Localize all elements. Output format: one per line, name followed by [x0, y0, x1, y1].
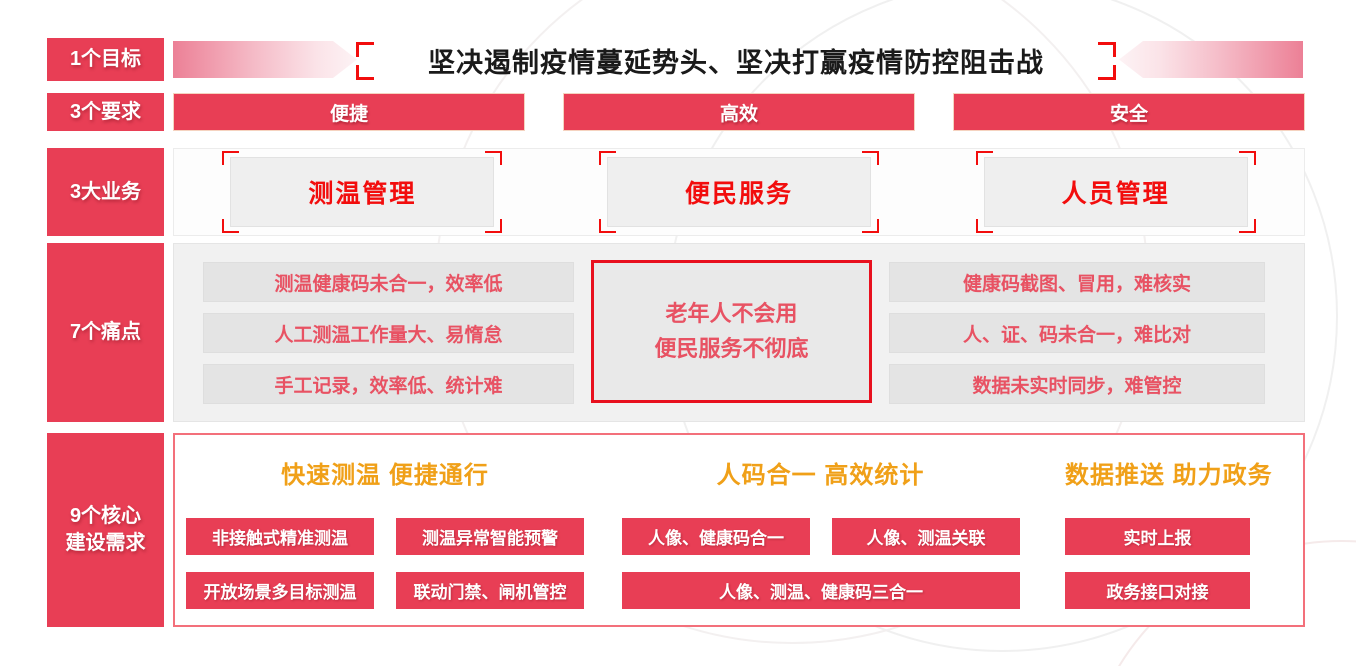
need-item: 联动门禁、闸机管控	[396, 572, 584, 609]
need-item: 开放场景多目标测温	[186, 572, 374, 609]
bracket-corner	[599, 219, 616, 233]
bracket-corner	[1098, 42, 1116, 57]
business-item-frame: 测温管理	[222, 151, 503, 233]
bracket-corner	[1098, 65, 1116, 80]
need-group-data-push: 数据推送 助力政务 实时上报 政务接口对接	[1065, 435, 1273, 625]
bracket-corner	[975, 219, 993, 233]
business-item-service: 便民服务	[607, 157, 871, 227]
need-grid: 非接触式精准测温 测温异常智能预警 开放场景多目标测温 联动门禁、闸机管控	[186, 518, 584, 609]
pain-center-line1: 老年人不会用	[665, 301, 798, 327]
bracket-corner	[1238, 151, 1256, 165]
row-label-goal: 1个目标	[47, 38, 164, 81]
core-needs-panel: 快速测温 便捷通行 非接触式精准测温 测温异常智能预警 开放场景多目标测温 联动…	[173, 433, 1305, 627]
need-group-header: 数据推送 助力政务	[1065, 462, 1273, 489]
pain-item: 数据未实时同步，难管控	[889, 364, 1265, 404]
pain-column-right: 健康码截图、冒用，难核实 人、证、码未合一，难比对 数据未实时同步，难管控	[889, 262, 1265, 404]
need-grid: 人像、健康码合一 人像、测温关联 人像、测温、健康码三合一	[622, 518, 1020, 609]
business-cell: 人员管理	[927, 149, 1304, 235]
bracket-corner	[485, 151, 503, 165]
need-item: 政务接口对接	[1065, 572, 1250, 609]
goal-title: 坚决遏制疫情蔓延势头、坚决打赢疫情防控阻击战	[428, 47, 1044, 78]
row-label-businesses: 3大业务	[47, 148, 164, 236]
pain-item: 人、证、码未合一，难比对	[889, 313, 1265, 353]
row-label-pain-points: 7个痛点	[47, 243, 164, 422]
title-bracket-right-icon	[1098, 42, 1116, 80]
pain-item: 健康码截图、冒用，难核实	[889, 262, 1265, 302]
business-item-frame: 便民服务	[599, 151, 879, 233]
need-item-wide: 人像、测温、健康码三合一	[622, 572, 1020, 609]
pain-center-line2: 便民服务不彻底	[654, 335, 809, 361]
bracket-corner	[1238, 219, 1256, 233]
need-item: 人像、测温关联	[832, 518, 1020, 555]
requirement-item-efficient: 高效	[563, 93, 915, 131]
requirements-row: 便捷 高效 安全	[173, 93, 1305, 131]
need-item: 实时上报	[1065, 518, 1250, 555]
pain-panel: 测温健康码未合一，效率低 人工测温工作量大、易惰怠 手工记录，效率低、统计难 老…	[173, 243, 1305, 422]
pain-item: 人工测温工作量大、易惰怠	[203, 313, 574, 353]
need-group-temperature: 快速测温 便捷通行 非接触式精准测温 测温异常智能预警 开放场景多目标测温 联动…	[186, 435, 584, 625]
row-label-requirements: 3个要求	[47, 93, 164, 131]
business-cell: 测温管理	[174, 149, 551, 235]
business-item-personnel: 人员管理	[983, 157, 1248, 227]
row-label-core-needs: 9个核心 建设需求	[47, 433, 164, 627]
bracket-corner	[599, 151, 616, 165]
business-cell: 便民服务	[551, 149, 928, 235]
need-item: 人像、健康码合一	[622, 518, 810, 555]
row-label-core-needs-line2: 建设需求	[65, 532, 146, 554]
pain-column-left: 测温健康码未合一，效率低 人工测温工作量大、易惰怠 手工记录，效率低、统计难	[203, 262, 574, 404]
bracket-corner	[356, 42, 374, 57]
bracket-corner	[485, 219, 503, 233]
gradient-arrow-right-icon	[173, 41, 357, 78]
requirement-item-convenient: 便捷	[173, 93, 525, 131]
pain-item: 测温健康码未合一，效率低	[203, 262, 574, 302]
need-grid: 实时上报 政务接口对接	[1065, 518, 1250, 609]
need-group-person-code: 人码合一 高效统计 人像、健康码合一 人像、测温关联 人像、测温、健康码三合一	[622, 435, 1020, 625]
need-item: 非接触式精准测温	[186, 518, 374, 555]
requirement-item-safe: 安全	[953, 93, 1305, 131]
need-item: 测温异常智能预警	[396, 518, 584, 555]
need-group-header: 人码合一 高效统计	[716, 462, 925, 489]
title-bracket-left-icon	[356, 42, 374, 80]
bracket-corner	[975, 151, 993, 165]
bracket-corner	[222, 219, 240, 233]
bracket-corner	[862, 151, 879, 165]
gradient-arrow-left-icon	[1119, 41, 1303, 78]
business-item-temperature: 测温管理	[230, 157, 495, 227]
bracket-corner	[222, 151, 240, 165]
business-panel: 测温管理 便民服务 人员管理	[173, 148, 1305, 236]
bracket-corner	[862, 219, 879, 233]
need-group-header: 快速测温 便捷通行	[281, 462, 489, 489]
bracket-corner	[356, 65, 374, 80]
pain-center-box: 老年人不会用 便民服务不彻底	[591, 260, 872, 403]
business-item-frame: 人员管理	[975, 151, 1256, 233]
pain-item: 手工记录，效率低、统计难	[203, 364, 574, 404]
row-label-core-needs-line1: 9个核心	[69, 505, 142, 527]
